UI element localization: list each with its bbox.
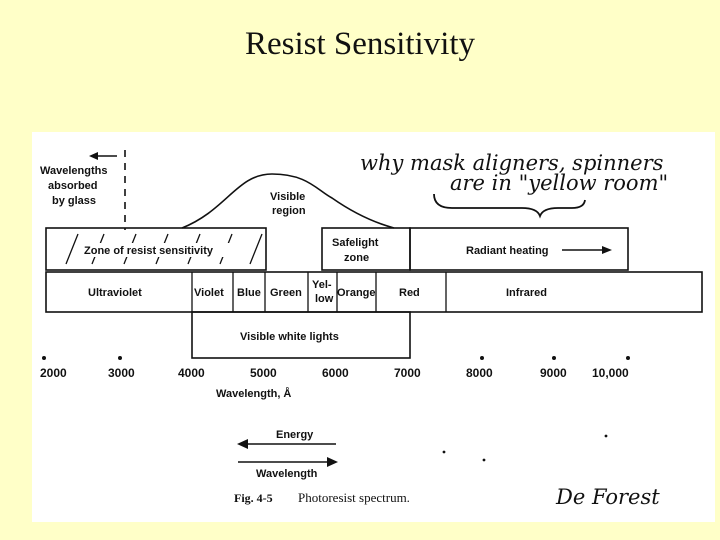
- tick-4000: 4000: [178, 366, 205, 380]
- handwritten-brace: [433, 193, 586, 219]
- handwritten-annotation-line-2: are in "yellow room": [450, 171, 668, 195]
- signature: De Forest: [555, 485, 660, 509]
- band-red: Red: [399, 287, 420, 299]
- energy-label: Energy: [276, 429, 314, 441]
- band-infrared: Infrared: [506, 287, 547, 299]
- axis-label: Wavelength, Å: [216, 387, 291, 400]
- visible-region-label-2: region: [272, 205, 306, 217]
- tick-5000: 5000: [250, 366, 277, 380]
- tick-8000: 8000: [466, 366, 493, 380]
- band-violet: Violet: [194, 287, 224, 299]
- wavelength-axis: 2000 3000 4000 5000 6000 7000 8000 9000 …: [40, 356, 630, 400]
- glass-label-line-3: by glass: [52, 195, 96, 207]
- resist-sensitivity-label: Zone of resist sensitivity: [84, 245, 214, 257]
- band-ultraviolet: Ultraviolet: [88, 287, 142, 299]
- photoresist-spectrum-figure: Wavelengths absorbed by glass Visible re…: [32, 132, 715, 522]
- radiant-heating-zone: Radiant heating: [409, 227, 629, 271]
- band-orange: Orange: [337, 287, 376, 299]
- wavelength-arrow-label: Wavelength: [256, 468, 318, 480]
- radiant-heating-label: Radiant heating: [466, 245, 549, 257]
- visible-region-curve: [181, 173, 395, 229]
- slide-title: Resist Sensitivity: [244, 26, 476, 62]
- tick-6000: 6000: [322, 366, 349, 380]
- handwritten-annotation-line-1: why mask aligners, spinners: [360, 151, 664, 175]
- tick-2000: 2000: [40, 366, 67, 380]
- visible-white-lights-label: Visible white lights: [240, 331, 339, 343]
- visible-region-label-1: Visible: [270, 191, 305, 203]
- glass-label-line-2: absorbed: [48, 180, 98, 192]
- band-blue: Blue: [237, 287, 261, 299]
- visible-white-lights-box: Visible white lights: [191, 311, 411, 359]
- glass-absorption-arrow: [89, 152, 117, 160]
- safelight-zone: Safelight zone: [321, 227, 411, 271]
- glass-label-line-1: Wavelengths: [40, 165, 107, 177]
- band-green: Green: [270, 287, 302, 299]
- tick-10000: 10,000: [592, 366, 629, 380]
- spectrum-diagram: Wavelengths absorbed by glass Visible re…: [40, 150, 703, 509]
- tick-9000: 9000: [540, 366, 567, 380]
- energy-arrow: Energy: [237, 429, 336, 449]
- resist-sensitivity-zone: Zone of resist sensitivity: [45, 227, 267, 271]
- tick-3000: 3000: [108, 366, 135, 380]
- tick-7000: 7000: [394, 366, 421, 380]
- safelight-label-2: zone: [344, 252, 369, 264]
- figure-number: Fig. 4-5: [234, 491, 273, 505]
- band-yellow-line-1: Yel-: [312, 279, 332, 291]
- safelight-label-1: Safelight: [332, 237, 379, 249]
- band-yellow-line-2: low: [315, 293, 334, 305]
- figure-caption: Photoresist spectrum.: [298, 490, 410, 505]
- wavelength-arrow: Wavelength: [238, 457, 338, 480]
- spectral-bands-row: Ultraviolet Violet Blue Green Yel- low O…: [45, 271, 703, 313]
